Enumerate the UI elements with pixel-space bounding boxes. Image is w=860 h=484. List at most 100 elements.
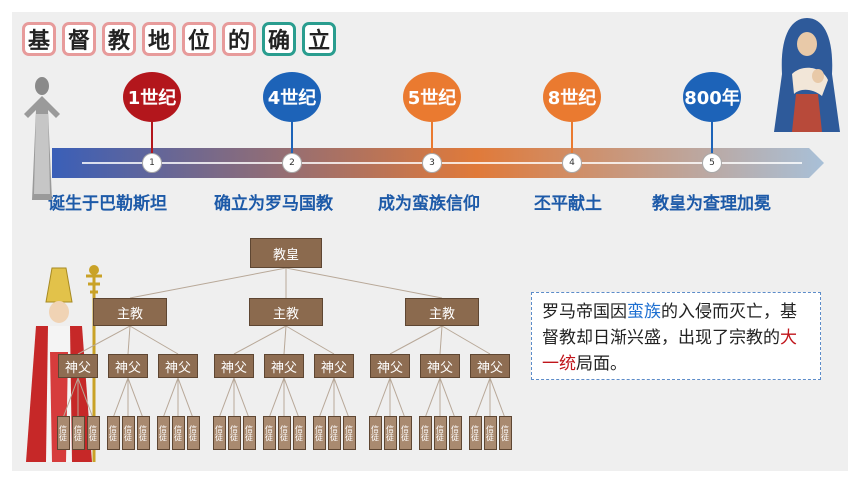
mary-figure-icon [774, 18, 840, 132]
believer-node: 信徒 [136, 416, 150, 450]
era-pin-3: 5世纪 [403, 72, 461, 122]
connector-line [62, 377, 79, 419]
believer-node: 信徒 [121, 416, 135, 450]
event-label-1: 诞生于巴勒斯坦 [48, 194, 167, 214]
connector-line [129, 267, 287, 299]
title-char-4: 地 [142, 22, 176, 56]
priest-node: 神父 [214, 354, 254, 378]
event-label-5: 教皇为查理加冕 [652, 194, 771, 214]
connector-line [218, 377, 235, 419]
believer-node: 信徒 [312, 416, 326, 450]
believer-node: 信徒 [171, 416, 185, 450]
believer-node: 信徒 [242, 416, 256, 450]
believer-node: 信徒 [483, 416, 497, 450]
believer-node: 信徒 [106, 416, 120, 450]
era-pin-5: 800年 [683, 72, 741, 122]
connector-line [233, 377, 250, 419]
hierarchy-connectors [62, 267, 506, 419]
bishop-node: 主教 [405, 298, 479, 326]
believer-node: 信徒 [227, 416, 241, 450]
note-text-part: 大一统 [542, 328, 797, 374]
era-pin-stem [571, 120, 573, 154]
era-pin-1: 1世纪 [123, 72, 181, 122]
era-pin-stem [151, 120, 153, 154]
believer-node: 信徒 [418, 416, 432, 450]
priest-node: 神父 [264, 354, 304, 378]
connector-line [283, 325, 287, 355]
title-char-6: 的 [222, 22, 256, 56]
believer-node: 信徒 [56, 416, 70, 450]
priest-node: 神父 [158, 354, 198, 378]
title-char-1: 基 [22, 22, 56, 56]
connector-line [233, 325, 287, 355]
connector-line [112, 377, 129, 419]
note-text-part: 局面。 [576, 354, 627, 374]
bishop-node: 主教 [249, 298, 323, 326]
note-text-part: 蛮族 [627, 302, 661, 322]
timeline-node-1: 1 [142, 153, 162, 173]
connector-line [129, 325, 179, 355]
believer-node: 信徒 [327, 416, 341, 450]
connector-line [474, 377, 491, 419]
title-char-3: 教 [102, 22, 136, 56]
title-char-8: 立 [302, 22, 336, 56]
connector-line [333, 377, 350, 419]
event-label-2: 确立为罗马国教 [214, 194, 333, 214]
connector-line [127, 377, 144, 419]
believer-node: 信徒 [468, 416, 482, 450]
believer-node: 信徒 [262, 416, 276, 450]
connector-line [283, 377, 300, 419]
believer-node: 信徒 [212, 416, 226, 450]
connector-line [489, 377, 506, 419]
title-bar: 基督教地位的确立 [22, 22, 336, 56]
connector-line [177, 377, 194, 419]
believer-node: 信徒 [368, 416, 382, 450]
connector-line [424, 377, 441, 419]
believer-node: 信徒 [498, 416, 512, 450]
era-pin-4: 8世纪 [543, 72, 601, 122]
priest-node: 神父 [420, 354, 460, 378]
believer-node: 信徒 [186, 416, 200, 450]
era-pin-stem [431, 120, 433, 154]
connector-line [389, 325, 443, 355]
timeline-node-4: 4 [562, 153, 582, 173]
believer-node: 信徒 [277, 416, 291, 450]
pope-node: 教皇 [250, 238, 322, 268]
timeline-node-5: 5 [702, 153, 722, 173]
connector-line [77, 377, 94, 419]
era-pin-2: 4世纪 [263, 72, 321, 122]
connector-line [439, 377, 456, 419]
believer-node: 信徒 [448, 416, 462, 450]
believer-node: 信徒 [71, 416, 85, 450]
connector-line [127, 325, 131, 355]
connector-line [374, 377, 391, 419]
believer-node: 信徒 [156, 416, 170, 450]
era-pin-stem [711, 120, 713, 154]
believer-node: 信徒 [292, 416, 306, 450]
title-char-5: 位 [182, 22, 216, 56]
connector-line [389, 377, 406, 419]
priest-node: 神父 [108, 354, 148, 378]
note-text-part: 罗马帝国因 [542, 302, 627, 322]
connector-line [162, 377, 179, 419]
believer-node: 信徒 [86, 416, 100, 450]
title-char-2: 督 [62, 22, 96, 56]
priest-node: 神父 [58, 354, 98, 378]
connector-line [285, 325, 335, 355]
connector-line [441, 325, 491, 355]
note-text-part: 的入侵而灭亡，基督教却日渐兴盛，出现了宗教的 [542, 302, 797, 348]
priest-node: 神父 [470, 354, 510, 378]
connector-line [285, 267, 443, 299]
jesus-figure-icon [24, 77, 60, 200]
believer-node: 信徒 [342, 416, 356, 450]
timeline-node-2: 2 [282, 153, 302, 173]
timeline-node-3: 3 [422, 153, 442, 173]
note-textbox: 罗马帝国因蛮族的入侵而灭亡，基督教却日渐兴盛，出现了宗教的大一统局面。 [531, 292, 821, 380]
connector-line [77, 325, 131, 355]
believer-node: 信徒 [433, 416, 447, 450]
connector-line [268, 377, 285, 419]
title-char-7: 确 [262, 22, 296, 56]
believer-node: 信徒 [398, 416, 412, 450]
era-pin-stem [291, 120, 293, 154]
